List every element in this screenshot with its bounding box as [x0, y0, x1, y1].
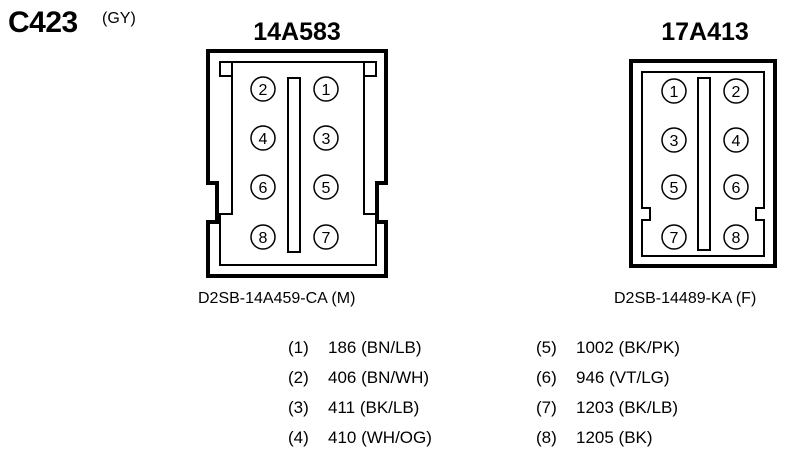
right-pin: 6 [723, 174, 749, 200]
right-pin: 4 [723, 127, 749, 153]
svg-text:2: 2 [732, 84, 741, 101]
svg-text:4: 4 [259, 131, 268, 148]
pinout-right-column: (5)1002 (BK/PK) (6)946 (VT/LG) (7)1203 (… [536, 338, 680, 458]
left-connector-inner [219, 61, 377, 266]
svg-text:6: 6 [259, 180, 268, 197]
pinout-row: (2)406 (BN/WH) [288, 368, 430, 387]
connector-color: (GY) [102, 10, 136, 27]
svg-text:4: 4 [732, 133, 741, 150]
left-part-number: D2SB-14A459-CA (M) [198, 290, 356, 307]
right-connector-inner [641, 71, 765, 257]
left-connector-latch [219, 61, 377, 77]
svg-text:3: 3 [322, 131, 331, 148]
right-pin: 8 [723, 224, 749, 250]
svg-text:5: 5 [322, 180, 331, 197]
right-pin: 2 [723, 78, 749, 104]
svg-text:6: 6 [732, 180, 741, 197]
pinout-row: (4)410 (WH/OG) [288, 428, 432, 447]
right-pin: 7 [661, 224, 687, 250]
left-pin: 6 [250, 174, 276, 200]
pinout-row: (6)946 (VT/LG) [536, 368, 670, 387]
pinout-row: (5)1002 (BK/PK) [536, 338, 680, 357]
right-part-number: D2SB-14489-KA (F) [614, 290, 757, 307]
svg-text:8: 8 [259, 230, 268, 247]
right-pin: 5 [661, 174, 687, 200]
svg-text:3: 3 [670, 133, 679, 150]
svg-text:7: 7 [670, 230, 679, 247]
svg-text:2: 2 [259, 82, 268, 99]
left-pin: 8 [250, 224, 276, 250]
left-connector-outline [206, 49, 388, 278]
right-connector-diagram: 1 2 3 4 5 6 7 8 [629, 59, 777, 268]
left-pin: 2 [250, 76, 276, 102]
right-connector-name: 17A413 [661, 18, 749, 46]
svg-text:7: 7 [322, 230, 331, 247]
right-pin: 3 [661, 127, 687, 153]
left-pin-group: 2 1 4 3 6 5 8 7 [250, 76, 339, 250]
left-pin: 4 [250, 125, 276, 151]
right-pin-group: 1 2 3 4 5 6 7 8 [661, 78, 749, 250]
svg-text:8: 8 [732, 230, 741, 247]
right-pin: 1 [661, 78, 687, 104]
pinout-row: (7)1203 (BK/LB) [536, 398, 679, 417]
pinout-left-column: (1)186 (BN/LB) (2)406 (BN/WH) (3)411 (BK… [288, 338, 432, 458]
pinout-row: (3)411 (BK/LB) [288, 398, 420, 417]
pinout-row: (1)186 (BN/LB) [288, 338, 422, 357]
svg-text:5: 5 [670, 180, 679, 197]
right-connector-key-bar [697, 77, 711, 251]
left-pin: 3 [313, 125, 339, 151]
connector-id: C423 [8, 6, 78, 39]
left-connector-name: 14A583 [253, 18, 341, 46]
svg-text:1: 1 [670, 84, 679, 101]
svg-text:1: 1 [322, 82, 331, 99]
left-pin: 7 [313, 224, 339, 250]
right-connector-outline [629, 59, 777, 268]
left-connector-diagram: 2 1 4 3 6 5 8 7 [206, 49, 388, 278]
left-connector-key-bar [287, 77, 301, 253]
left-pin: 5 [313, 174, 339, 200]
pinout-row: (8)1205 (BK) [536, 428, 653, 447]
left-pin: 1 [313, 76, 339, 102]
